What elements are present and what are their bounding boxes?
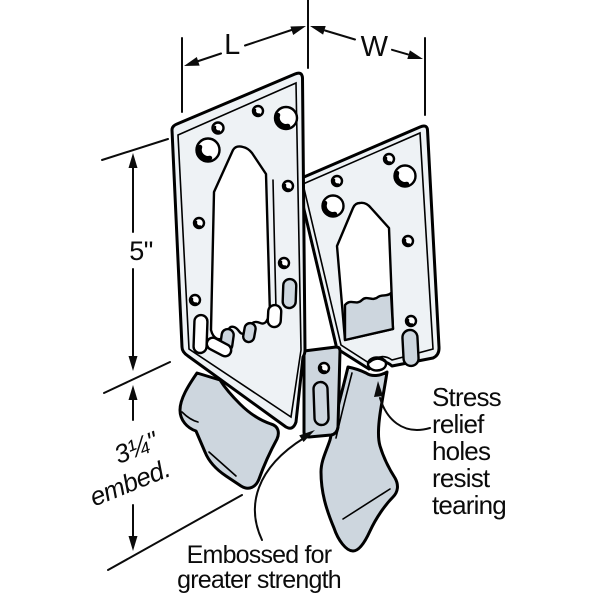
hole-shading [194, 220, 202, 228]
arrowhead [128, 356, 138, 371]
hole-shading [213, 125, 221, 133]
bottom-emboss-rib [312, 380, 330, 427]
stress-callout-arrow-curve [379, 397, 431, 431]
front-plate [170, 71, 307, 430]
hole-shading [190, 297, 198, 305]
embossed-callout-line: greater strength [177, 566, 341, 594]
left-prong-edge-line [208, 451, 237, 477]
dimension-width: W [310, 26, 423, 63]
stress-callout-line: relief [432, 409, 485, 439]
stress-callout-line: resist [432, 463, 491, 493]
stress-callout-line: tearing [432, 490, 506, 520]
embossed-callout-arrow-curve [254, 437, 305, 541]
rear-emboss-rib [401, 328, 420, 368]
bottom-slot-hook [205, 336, 233, 358]
sheared-finger-tab [242, 321, 257, 344]
saddle-web [302, 345, 342, 439]
hole-shading [403, 238, 411, 246]
arrowhead [184, 57, 200, 66]
arrowhead [128, 536, 138, 551]
callout-stress-relief: Stress relief holes resist tearing [374, 381, 507, 520]
left-prong-outline [178, 371, 280, 490]
right-prong-outline [319, 365, 399, 553]
arrowhead [374, 381, 383, 397]
bottom-slot [192, 313, 209, 355]
front-plate-face [177, 81, 302, 419]
height-label: 5" [129, 236, 153, 266]
width-label: W [361, 31, 389, 63]
rear-cutout-seen-through-metal [343, 291, 395, 342]
hole-shading [275, 112, 291, 129]
arrowhead [290, 26, 306, 35]
height-bottom-tick [103, 361, 171, 394]
left-prong-bend-crease [181, 411, 199, 423]
cutout-bent-tab [266, 303, 283, 329]
left-prong [178, 371, 280, 490]
length-label: L [224, 29, 240, 61]
hole-shading [394, 170, 410, 187]
hole-shading [319, 365, 327, 373]
arrowhead [128, 153, 138, 168]
arrowhead [299, 430, 315, 442]
front-emboss-rib [281, 277, 298, 310]
width-dimension-line [324, 29, 409, 56]
hole-shading [253, 108, 261, 116]
arrowhead [407, 50, 423, 59]
length-dimension-line [196, 28, 294, 63]
embed-bottom-tick [107, 494, 243, 571]
stress-callout-line: Stress [432, 382, 502, 412]
hole-shading [367, 356, 387, 364]
rear-plate [295, 124, 441, 371]
dimension-length: L [184, 26, 306, 66]
hole-shading [406, 318, 414, 326]
cutout-edge-thickness-line [272, 179, 277, 311]
hole-shading [283, 183, 291, 191]
callout-embossed: Embossed for greater strength [177, 430, 342, 594]
stress-callout-line: holes [432, 436, 491, 466]
hole-shading [384, 156, 392, 164]
stress-relief-hole [366, 356, 388, 372]
arrowhead [310, 26, 326, 35]
embossed-callout-line: Embossed for [187, 541, 332, 569]
arrowhead [128, 385, 138, 400]
dimension-height: 5" [101, 138, 171, 394]
right-prong-bend-crease [342, 488, 391, 520]
hole-shading [322, 200, 338, 217]
hole-shading [279, 260, 287, 268]
right-prong [319, 365, 399, 553]
height-top-tick [101, 138, 169, 161]
hole-shading [197, 144, 213, 161]
hole-shading [332, 178, 340, 186]
